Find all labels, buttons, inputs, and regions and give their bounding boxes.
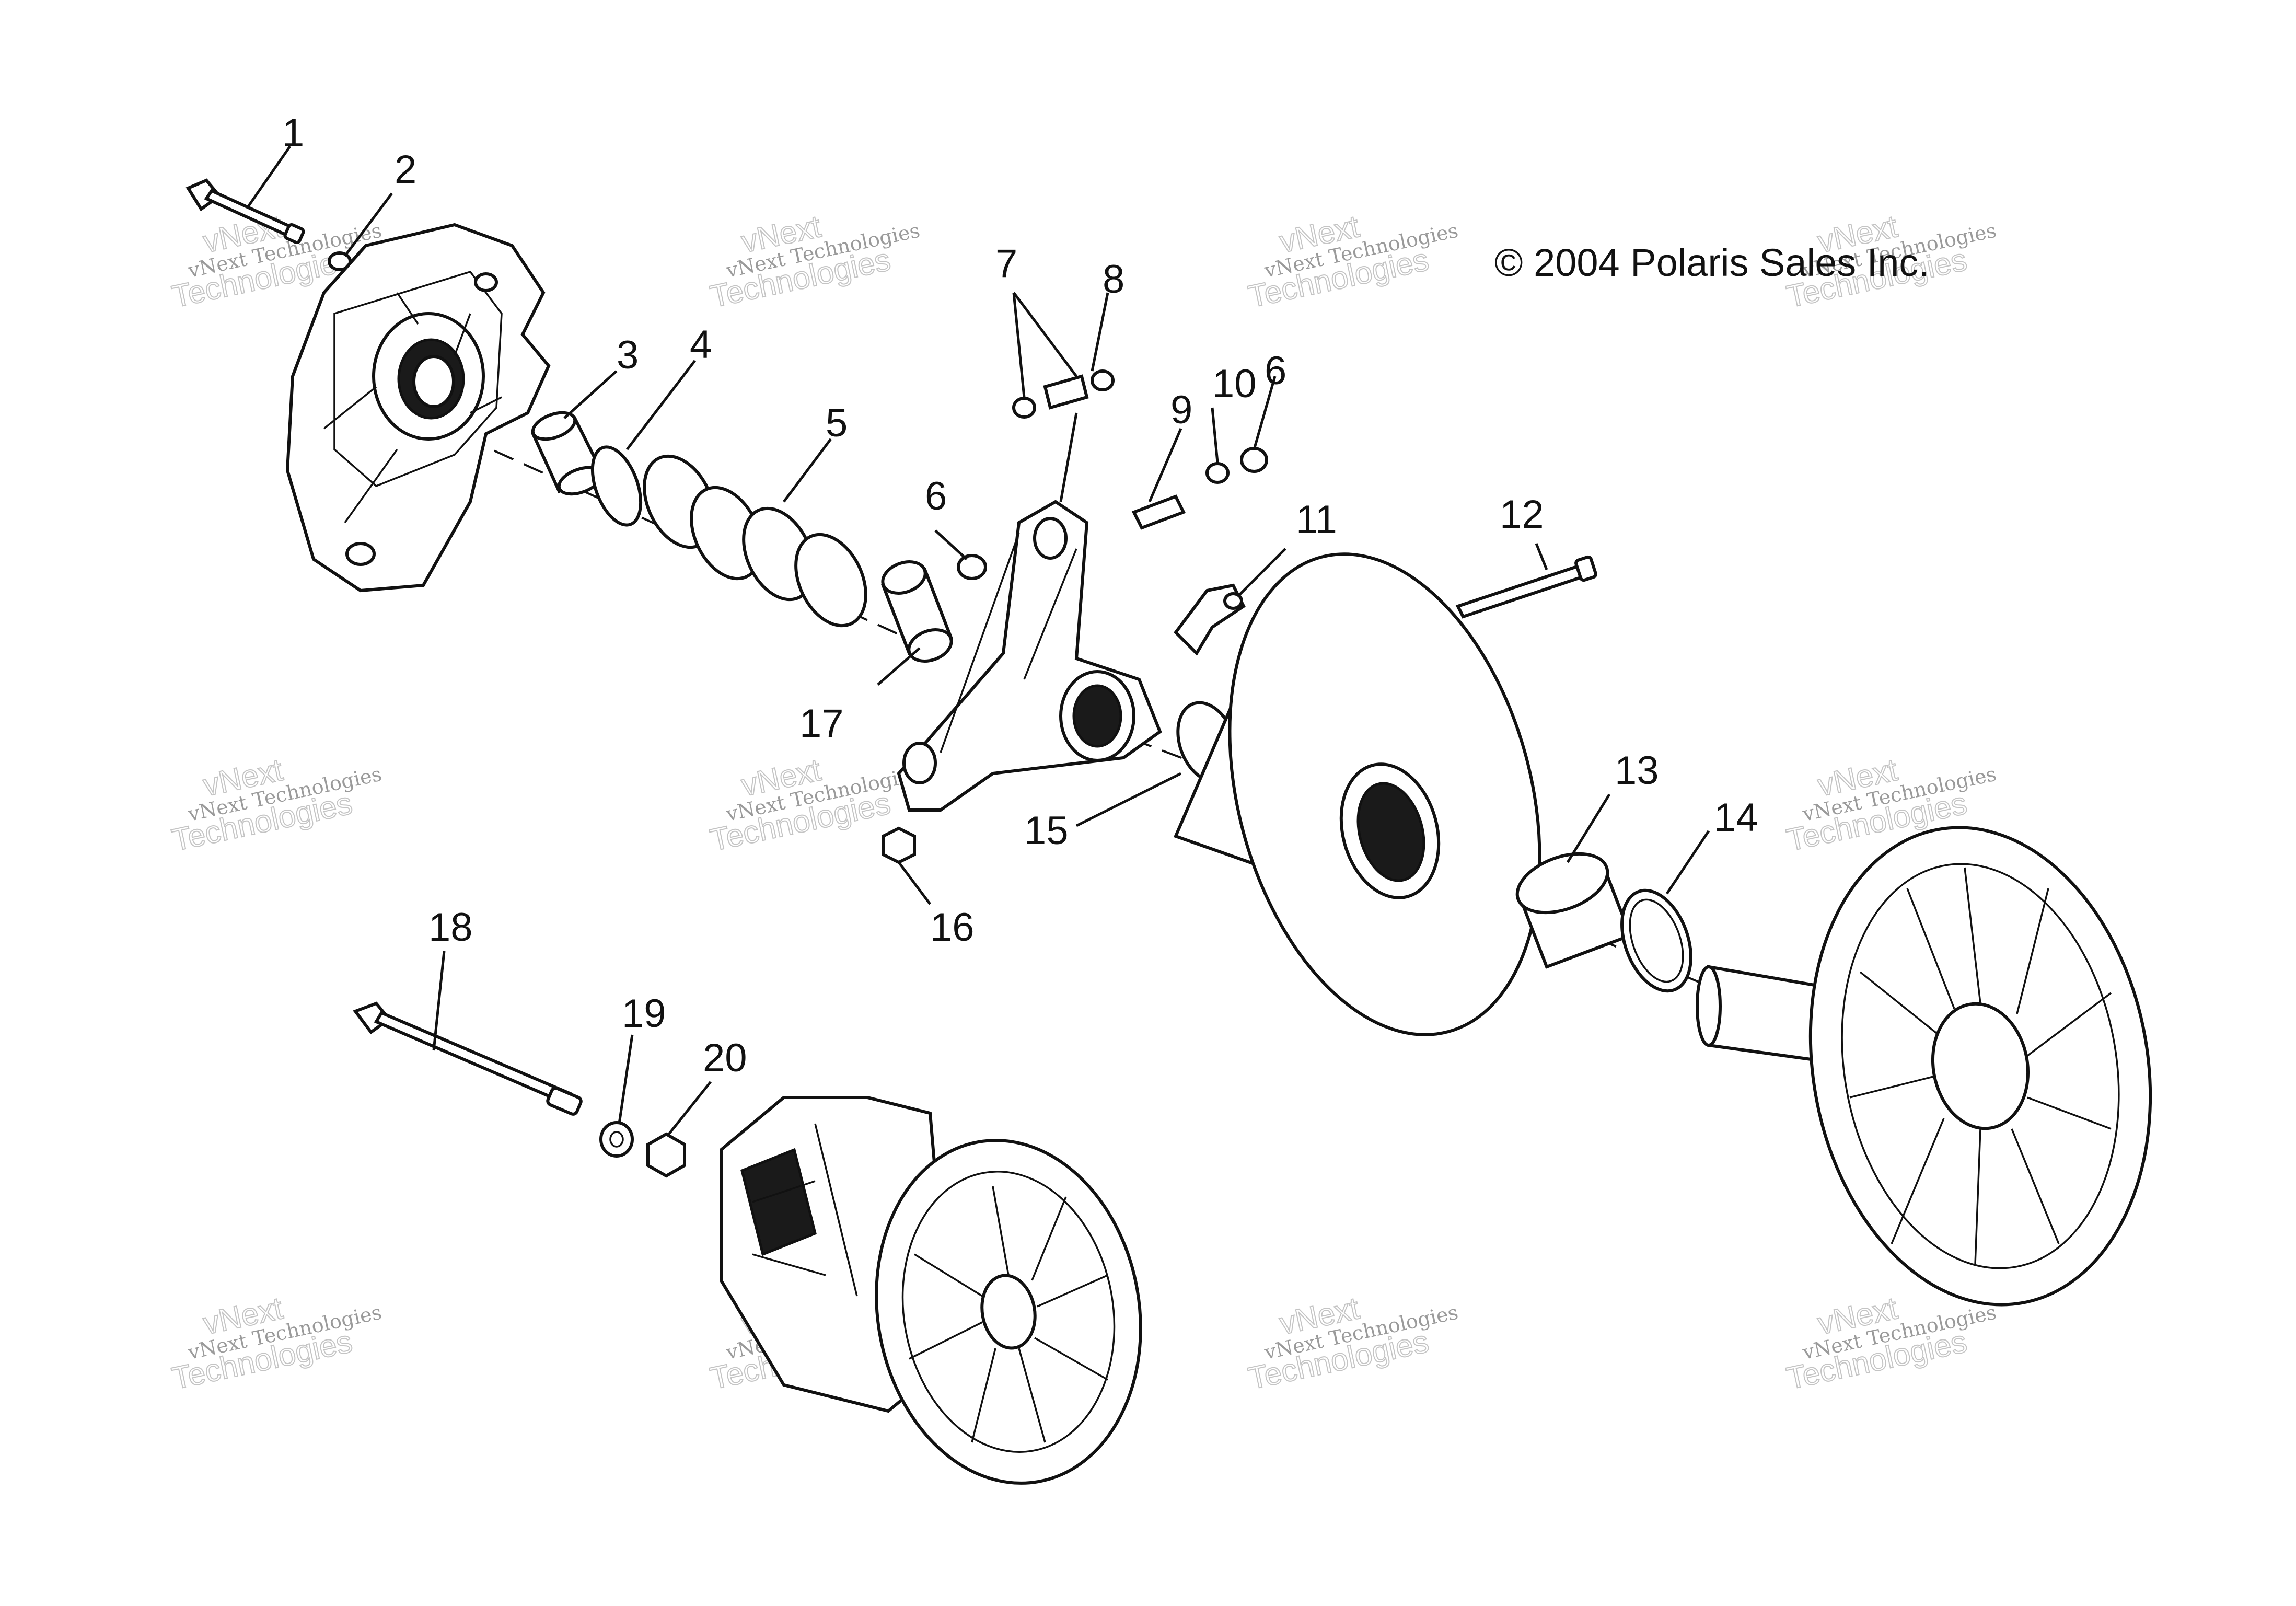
callout-2: 2 — [395, 147, 416, 192]
part-20-nut — [646, 1132, 686, 1178]
callout-5: 5 — [826, 401, 848, 445]
part-7-8-pin-assembly — [1012, 369, 1115, 419]
callout-19: 19 — [622, 991, 666, 1036]
part-5-spring — [643, 454, 867, 628]
part-19-washer — [599, 1121, 634, 1158]
part-4-snap-ring — [590, 445, 643, 527]
moveable-sheave — [1173, 552, 1541, 1036]
callout-18: 18 — [428, 905, 473, 950]
part-1-bolt — [185, 178, 305, 244]
fixed-sheave — [1696, 826, 2152, 1307]
copyright-notice: © 2004 Polaris Sales Inc. — [1494, 241, 1929, 284]
callout-12: 12 — [1500, 492, 1544, 537]
callout-8: 8 — [1103, 257, 1124, 302]
part-18-bolt — [353, 1001, 583, 1116]
callout-3: 3 — [617, 333, 639, 377]
part-6-roller — [957, 554, 987, 580]
part-14-o-ring — [1620, 888, 1692, 993]
callout-9: 9 — [1170, 388, 1192, 432]
part-17-spring-cup — [881, 560, 953, 663]
part-10-washer — [1205, 462, 1230, 484]
part-6-roller-right — [1240, 447, 1268, 473]
watermark: vNext vNext Technologies Technologies — [168, 752, 384, 858]
cover-plate — [285, 223, 551, 593]
callout-20: 20 — [703, 1036, 747, 1080]
assembled-clutch — [720, 1096, 1142, 1485]
part-9-pin — [1131, 494, 1186, 530]
part-12-bolt — [1455, 555, 1597, 619]
callout-4: 4 — [690, 322, 712, 367]
callout-13: 13 — [1615, 748, 1659, 793]
callout-6-right: 6 — [1265, 349, 1286, 393]
callout-6: 6 — [925, 474, 947, 518]
watermark: vNext vNext Technologies Technologies — [1245, 208, 1460, 315]
callout-16: 16 — [930, 905, 975, 950]
watermark: vNext vNext Technologies Technologies — [1245, 1290, 1460, 1396]
watermark: vNext vNext Technologies Technologies — [168, 1290, 384, 1396]
callout-10: 10 — [1212, 362, 1257, 406]
part-16-nut — [882, 826, 916, 864]
spider-arm — [897, 500, 1162, 812]
callout-11: 11 — [1296, 498, 1337, 542]
callout-14: 14 — [1714, 795, 1758, 840]
callouts: 1 2 3 4 5 6 7 8 9 10 6 11 12 13 14 15 16… — [282, 111, 1758, 1080]
leader-lines — [247, 145, 1710, 1135]
callout-1: 1 — [282, 111, 304, 155]
callout-15: 15 — [1024, 808, 1069, 853]
watermark: vNext vNext Technologies Technologies — [706, 208, 922, 315]
part-11-weight — [1174, 583, 1246, 656]
callout-7: 7 — [995, 241, 1017, 286]
part-13-bushing — [1515, 852, 1632, 969]
callout-17: 17 — [799, 701, 844, 746]
